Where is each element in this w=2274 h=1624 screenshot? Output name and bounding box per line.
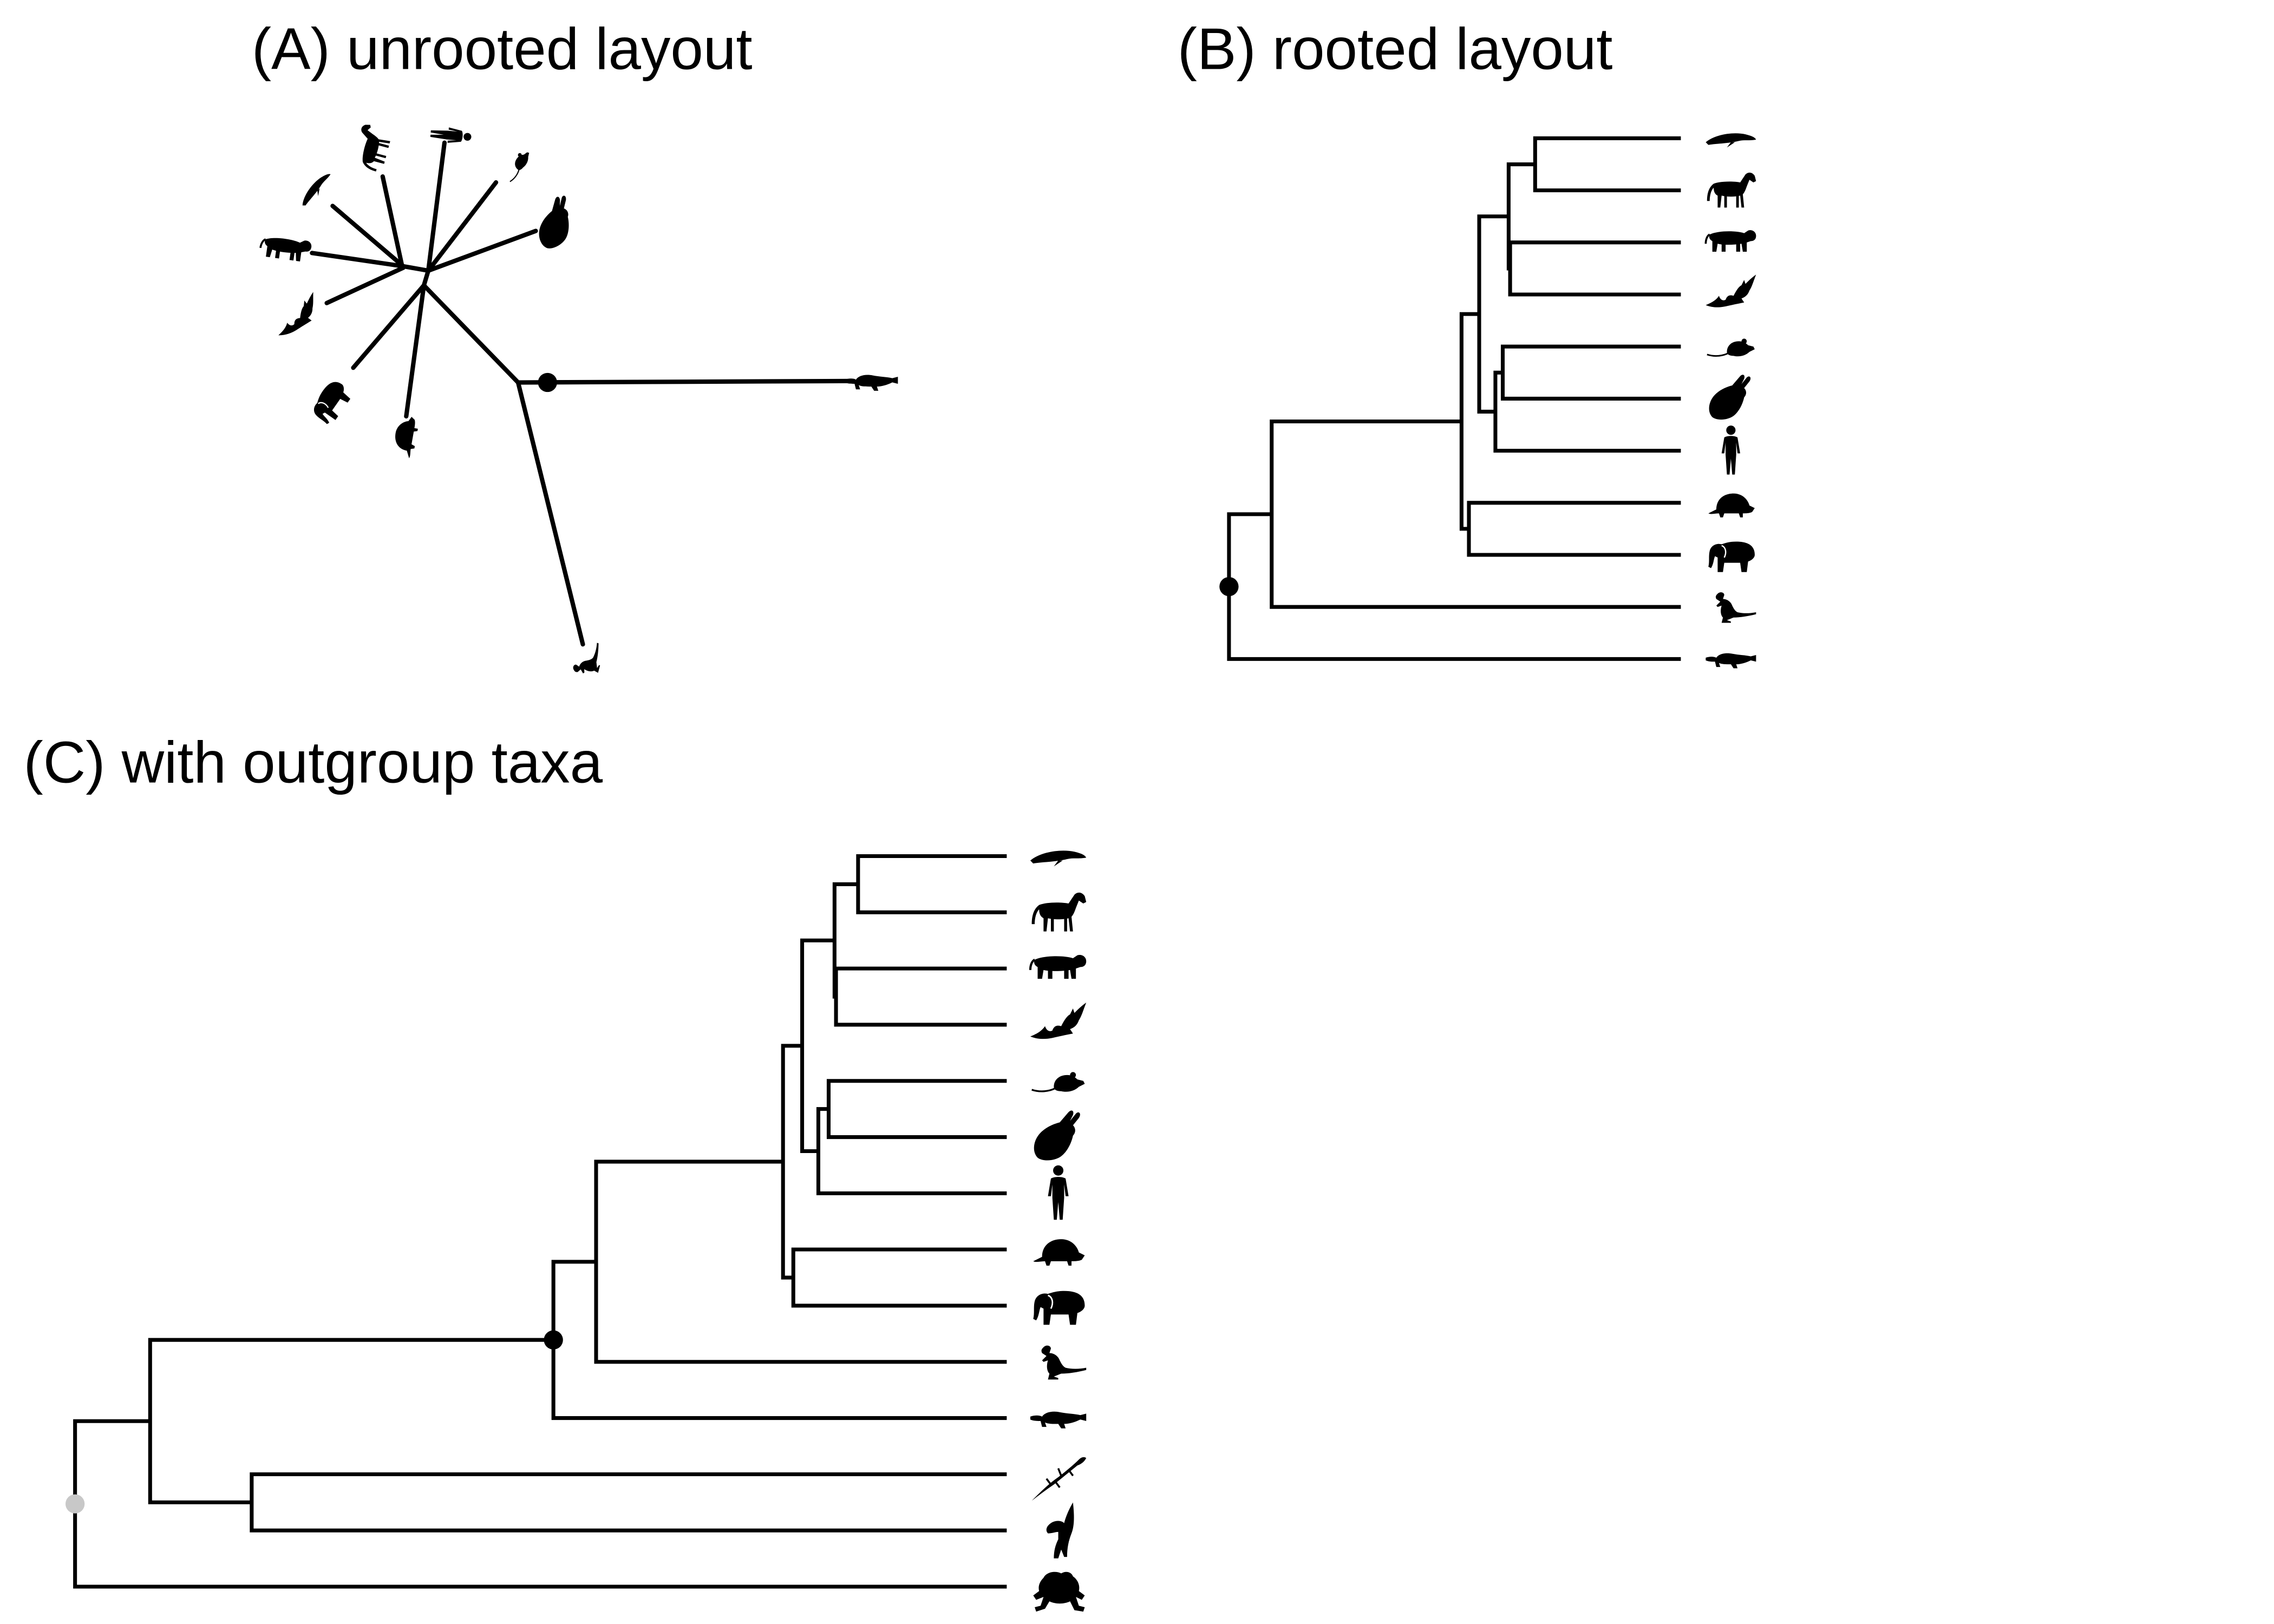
branch xyxy=(1506,162,1535,271)
branch xyxy=(404,283,426,419)
whale-icon xyxy=(297,171,336,209)
platypus-icon xyxy=(845,375,898,391)
branch xyxy=(421,283,520,385)
kangaroo-icon xyxy=(1715,592,1756,623)
root-node-marker xyxy=(1219,577,1239,597)
panel-c-title: (C) with outgroup taxa xyxy=(23,730,603,796)
bat-icon xyxy=(269,292,324,337)
outgroup-tree xyxy=(65,854,1007,1589)
mouse-icon xyxy=(500,147,534,184)
human-icon xyxy=(1721,425,1741,475)
branch xyxy=(856,854,1007,914)
human-icon xyxy=(430,126,472,145)
panel-b-title: (B) rooted layout xyxy=(1178,17,1613,82)
horse-icon xyxy=(351,123,393,173)
branch xyxy=(594,1160,1007,1364)
elephant-icon xyxy=(308,377,355,428)
armadillo-icon xyxy=(1708,493,1755,518)
rooted-tree-tip-icons xyxy=(1706,133,1756,669)
branch xyxy=(515,378,856,385)
bird-icon xyxy=(1046,1502,1074,1558)
branch xyxy=(1508,240,1681,297)
branch xyxy=(781,1044,802,1280)
branch xyxy=(826,1079,1007,1140)
panel-a-unrooted: (A) unrooted layout xyxy=(252,17,898,678)
unrooted-tree-tip-icons xyxy=(258,123,898,678)
horse-icon xyxy=(1707,172,1756,208)
unrooted-tree xyxy=(310,140,856,647)
branch xyxy=(515,380,585,647)
branch xyxy=(551,1260,1007,1420)
branch xyxy=(426,180,499,273)
mouse-icon xyxy=(1706,337,1756,358)
tiger-icon xyxy=(1706,230,1756,252)
branch xyxy=(426,140,447,273)
horse-icon xyxy=(1031,892,1087,932)
frog-icon xyxy=(1033,1571,1085,1612)
root-node-marker xyxy=(544,1330,563,1350)
lizard-icon xyxy=(1032,1457,1087,1501)
branch xyxy=(816,1107,1007,1195)
elephant-icon xyxy=(1707,541,1756,573)
root-node-marker xyxy=(538,372,557,392)
branch xyxy=(1270,419,1681,609)
branch xyxy=(1467,501,1681,557)
branch xyxy=(401,264,431,273)
bat-icon xyxy=(1030,1003,1087,1039)
outgroup-root-node-marker xyxy=(65,1494,85,1514)
branch xyxy=(1459,312,1480,531)
branch xyxy=(834,966,1007,1027)
branch xyxy=(250,1472,1007,1533)
branch xyxy=(1493,370,1681,453)
branch xyxy=(1227,512,1681,661)
branch xyxy=(310,251,406,269)
branch xyxy=(324,265,406,305)
branch xyxy=(380,174,404,267)
rabbit-icon xyxy=(1709,375,1751,420)
branch xyxy=(330,204,406,269)
panel-a-title: (A) unrooted layout xyxy=(252,17,753,82)
human-icon xyxy=(1048,1165,1069,1220)
rabbit-icon xyxy=(526,193,583,252)
whale-icon xyxy=(1706,133,1756,148)
armadillo-icon xyxy=(1033,1239,1085,1266)
tiger-icon xyxy=(1030,955,1086,979)
branch xyxy=(832,882,858,999)
branch xyxy=(148,1338,554,1504)
elephant-icon xyxy=(1032,1290,1086,1326)
whale-icon xyxy=(1030,850,1087,867)
branch xyxy=(1533,136,1681,193)
branch xyxy=(800,938,835,1154)
branch xyxy=(421,268,431,288)
rabbit-icon xyxy=(1034,1110,1080,1161)
platypus-icon xyxy=(1030,1411,1087,1429)
branch xyxy=(1477,214,1509,414)
outgroup-tree-tip-icons xyxy=(1030,850,1086,1612)
platypus-icon xyxy=(1706,653,1756,669)
branch xyxy=(791,1247,1007,1308)
tiger-icon xyxy=(258,233,313,264)
rooted-tree xyxy=(1219,136,1681,661)
panel-b-rooted: (B) rooted layout xyxy=(1178,17,1756,669)
armadillo-icon xyxy=(391,414,420,459)
panel-c-outgroup: (C) with outgroup taxa xyxy=(23,730,1086,1612)
branch xyxy=(351,283,426,370)
kangaroo-icon xyxy=(572,638,606,678)
branch xyxy=(1501,344,1681,401)
branch xyxy=(426,228,538,273)
kangaroo-icon xyxy=(1041,1345,1087,1380)
bat-icon xyxy=(1706,274,1756,307)
mouse-icon xyxy=(1030,1071,1086,1093)
